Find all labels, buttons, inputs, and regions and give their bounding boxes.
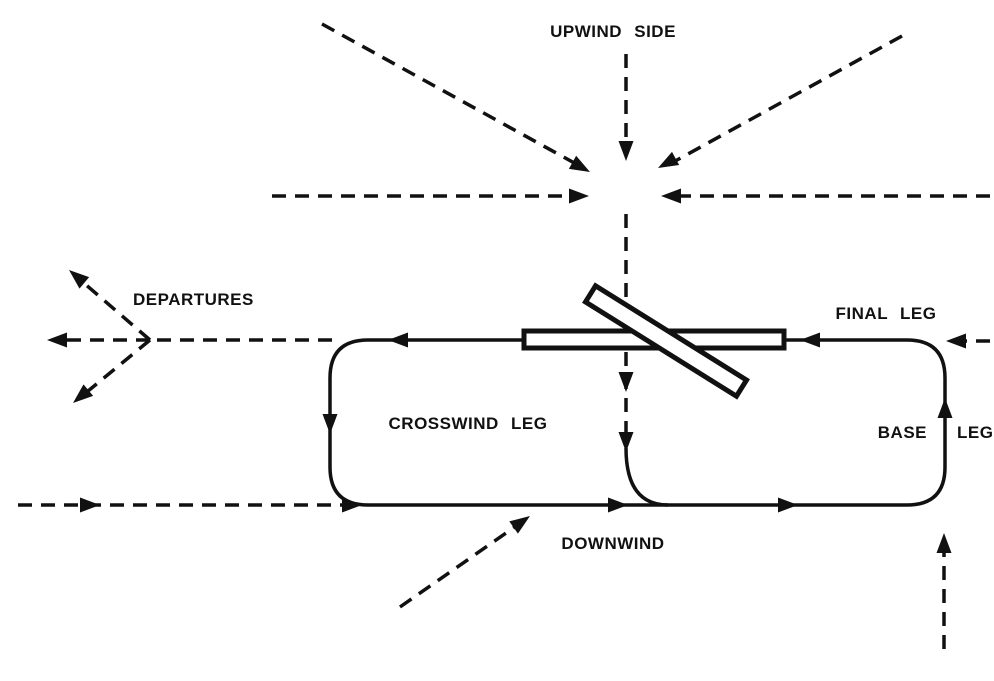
arrowhead-shape	[936, 533, 952, 553]
arrowhead-midfield-lower	[618, 432, 634, 452]
arrowhead-shape	[800, 332, 820, 348]
arrowhead-upwind-horizontal-left	[569, 188, 589, 204]
departure-splay-upleft-line	[76, 276, 152, 342]
arrowhead-shape	[946, 333, 966, 349]
arrowhead-downwind-2	[778, 497, 798, 513]
traffic-pattern-loop-line	[328, 338, 947, 507]
label-crosswind-leg: CROSSWIND LEG	[389, 414, 548, 433]
arrowhead-downwind-entry-1	[80, 497, 100, 513]
arrowhead-shape	[618, 372, 634, 392]
runway-diagonal	[582, 282, 750, 400]
upwind-entry-diagonal-right-line	[667, 34, 903, 167]
departure-splay-downleft-line	[80, 338, 152, 398]
arrowhead-shape	[661, 188, 681, 204]
arrowhead-shape	[608, 497, 628, 513]
arrowhead-shape	[80, 497, 100, 513]
downwind-45-entry-line	[398, 522, 521, 609]
label-upwind-side: UPWIND SIDE	[550, 22, 676, 41]
label-leg-word: LEG	[957, 423, 993, 442]
arrowhead-shape	[937, 398, 953, 418]
arrowhead-shape	[509, 516, 530, 534]
arrowhead-upwind-diagonal-right	[658, 151, 680, 168]
arrowhead-shape	[47, 332, 67, 348]
upwind-entry-diagonal-left-line	[321, 22, 579, 167]
arrowhead-departure-left	[47, 332, 67, 348]
arrowhead-upwind-diagonal-left	[568, 155, 590, 172]
label-base-word: BASE	[878, 423, 927, 442]
arrowhead-final-entry	[946, 333, 966, 349]
arrowhead-upwind-leg	[388, 332, 408, 348]
arrowhead-shape	[322, 414, 338, 434]
label-final-leg: FINAL LEG	[836, 304, 937, 323]
arrowhead-shape	[388, 332, 408, 348]
arrowhead-shape	[618, 141, 634, 161]
arrowhead-shape	[778, 497, 798, 513]
arrowhead-shape	[569, 188, 589, 204]
label-downwind: DOWNWIND	[561, 534, 664, 553]
arrowhead-departure-upleft	[69, 270, 90, 289]
arrowhead-downwind-entry-2	[342, 497, 362, 513]
label-departures: DEPARTURES	[133, 290, 254, 309]
arrowhead-upwind-horizontal-right	[661, 188, 681, 204]
arrowhead-shape	[618, 432, 634, 452]
arrowhead-shape	[73, 384, 94, 403]
arrowhead-45-entry	[509, 516, 530, 534]
arrowhead-downwind-1	[608, 497, 628, 513]
midfield-to-downwind-curve	[624, 447, 669, 507]
arrowhead-base-entry	[936, 533, 952, 553]
arrowhead-upwind-vertical	[618, 141, 634, 161]
arrowhead-shape	[568, 155, 590, 172]
arrowhead-departure-downleft	[73, 384, 94, 403]
arrowhead-shape	[69, 270, 90, 289]
arrowhead-midfield-upper	[618, 372, 634, 392]
arrowhead-shape	[342, 497, 362, 513]
runway-diagonal-rect	[582, 282, 750, 400]
arrowhead-shape	[658, 151, 680, 168]
arrowhead-final-leg	[800, 332, 820, 348]
arrowhead-base-leg	[937, 398, 953, 418]
arrowhead-crosswind-leg	[322, 414, 338, 434]
